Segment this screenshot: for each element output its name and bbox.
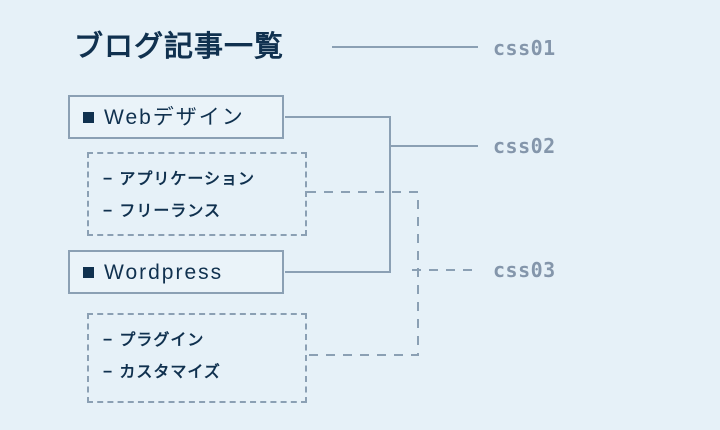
annotation-label-css02: css02 <box>493 134 556 158</box>
list-item[interactable]: −フリーランス <box>103 196 305 228</box>
css03-bracket <box>307 191 419 356</box>
list-item[interactable]: −カスタマイズ <box>103 357 305 389</box>
category-label: Wordpress <box>104 260 224 284</box>
dash-marker-icon: − <box>103 364 114 381</box>
list-item-label: フリーランス <box>119 203 222 220</box>
dash-marker-icon: − <box>103 171 114 188</box>
list-item-label: カスタマイズ <box>119 364 221 381</box>
subcategory-box-wordpress: −プラグイン −カスタマイズ <box>87 313 307 403</box>
annotation-label-css03: css03 <box>493 258 556 282</box>
page-title: ブログ記事一覧 <box>74 31 285 63</box>
dash-marker-icon: − <box>103 203 114 220</box>
list-item-label: アプリケーション <box>119 171 256 188</box>
annotation-label-css01: css01 <box>493 36 556 60</box>
dash-marker-icon: − <box>103 332 114 349</box>
category-label: Webデザイン <box>104 105 245 129</box>
list-item[interactable]: −プラグイン <box>103 325 305 357</box>
category-box-wordpress[interactable]: Wordpress <box>68 250 284 294</box>
list-item[interactable]: −アプリケーション <box>103 164 305 196</box>
square-bullet-icon <box>83 266 94 278</box>
list-item-label: プラグイン <box>119 332 205 349</box>
subcategory-box-webdesign: −アプリケーション −フリーランス <box>87 152 307 236</box>
square-bullet-icon <box>83 111 94 123</box>
category-box-webdesign[interactable]: Webデザイン <box>68 95 284 139</box>
